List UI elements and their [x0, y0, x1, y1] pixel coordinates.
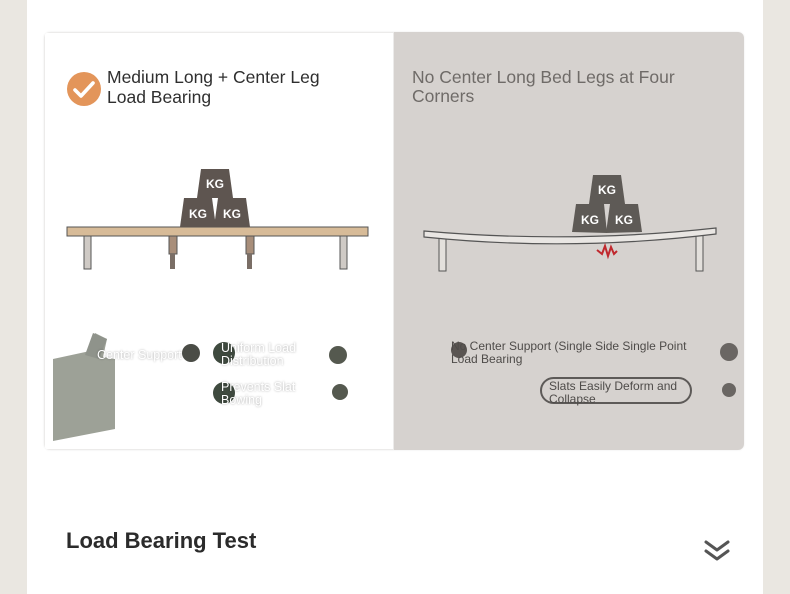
bed-leg: [339, 235, 348, 270]
bed-corner-leg-illustration: KG KG KG: [423, 175, 717, 272]
center-leg-foot: [247, 254, 252, 269]
feature-label-uniform-load: Uniform Load Distribution: [221, 341, 297, 368]
weight-block: KG: [606, 204, 642, 233]
svg-text:KG: KG: [189, 207, 207, 221]
bed-leg: [695, 234, 704, 272]
bed-leg: [83, 235, 92, 270]
feature-dot: [332, 384, 348, 400]
weight-block: KG: [197, 169, 233, 198]
weight-block: KG: [572, 204, 607, 233]
panel-corner-legs: No Center Long Bed Legs at Four Corners …: [394, 32, 744, 450]
svg-text:KG: KG: [581, 213, 599, 227]
bed-leg: [438, 234, 447, 272]
feature-dot: [451, 342, 467, 358]
zigzag-stress-icon: [596, 242, 618, 260]
feature-pill: [540, 377, 692, 404]
bowed-bed-board: [423, 227, 717, 245]
comparison-card: Medium Long + Center Leg Load Bearing KG: [44, 32, 744, 450]
double-chevron-down-icon[interactable]: [704, 540, 730, 562]
section-title: Load Bearing Test: [66, 528, 257, 553]
feature-label-center-support: Center Support: [97, 348, 182, 362]
weight-block: KG: [180, 198, 216, 227]
center-leg: [168, 235, 178, 255]
bed-center-leg-illustration: KG KG KG: [66, 169, 369, 270]
svg-text:KG: KG: [223, 207, 241, 221]
feature-dot: [329, 346, 347, 364]
feature-label-slats-deform: Slats Easily Deform and Collapse: [549, 379, 678, 406]
bed-board: [66, 226, 369, 237]
svg-text:KG: KG: [598, 183, 616, 197]
feature-label-no-center-support: No Center Support (Single Side Single Po…: [451, 339, 687, 366]
page: Medium Long + Center Leg Load Bearing KG: [27, 0, 763, 594]
svg-text:KG: KG: [206, 177, 224, 191]
panel-title-corner-legs: No Center Long Bed Legs at Four Corners: [412, 67, 675, 106]
panel-center-leg: Medium Long + Center Leg Load Bearing KG: [44, 32, 394, 450]
check-circle-icon: [67, 72, 101, 106]
feature-label-prevents-bowing: Prevents Slat Bowing: [221, 380, 296, 407]
center-leg-foot: [170, 254, 175, 269]
weight-block: KG: [589, 175, 625, 204]
thumbs-up-icon: [53, 333, 115, 441]
feature-dot: [720, 343, 738, 361]
weight-block: KG: [214, 198, 250, 227]
feature-dot: [213, 382, 235, 404]
center-leg: [245, 235, 255, 255]
svg-text:KG: KG: [615, 213, 633, 227]
panel-title-center-leg: Medium Long + Center Leg Load Bearing: [107, 67, 320, 107]
feature-dot: [722, 383, 736, 397]
feature-dot: [182, 344, 200, 362]
feature-dot: [213, 342, 235, 364]
